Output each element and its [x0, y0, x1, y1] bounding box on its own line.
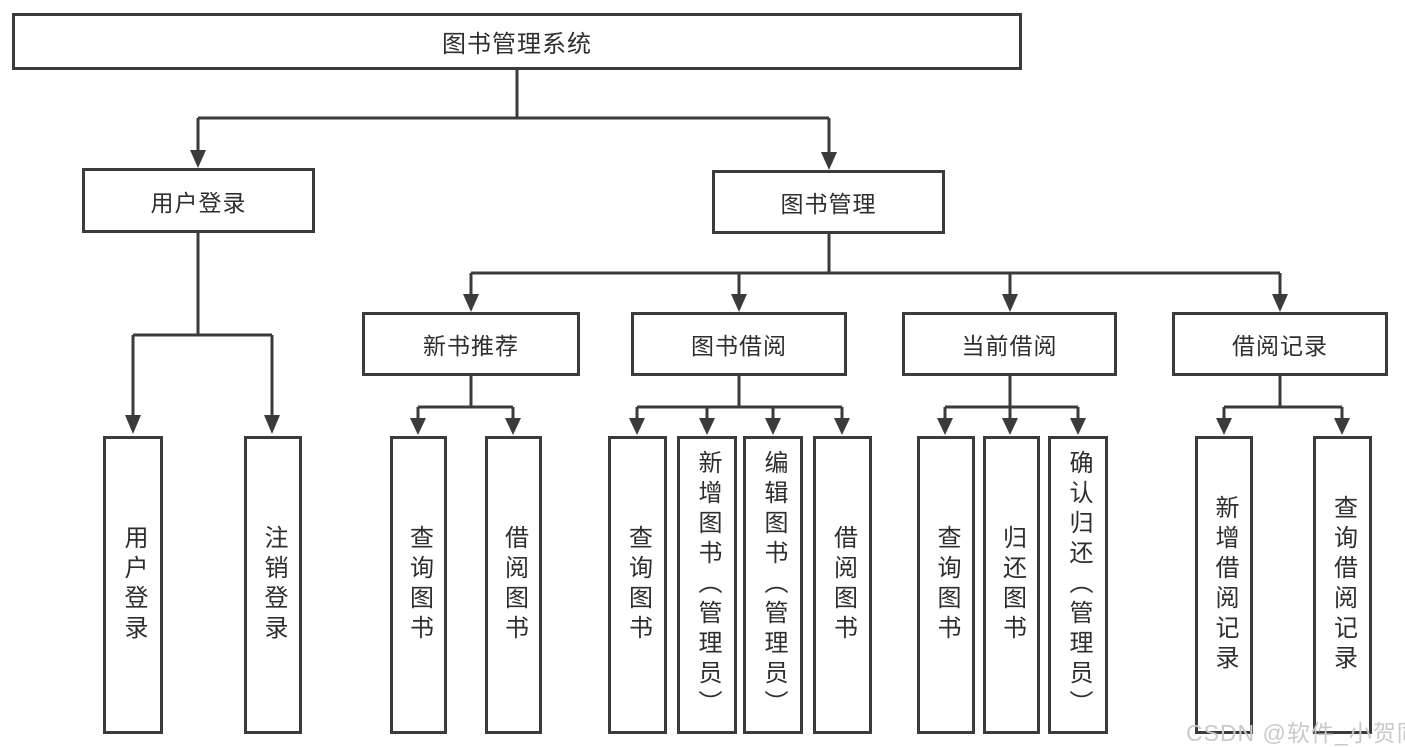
leaf-return-book: 归还图书: [983, 436, 1040, 734]
leaf-query-books-current: 查询图书: [917, 436, 975, 734]
leaf-edit-book-admin: 编辑图书（管理员）: [743, 436, 803, 734]
leaf-logout: 注销登录: [244, 436, 302, 734]
leaf-borrow-books: 借阅图书: [813, 436, 872, 734]
leaf-query-books-recommend: 查询图书: [390, 436, 447, 734]
node-book-management: 图书管理: [712, 170, 945, 234]
leaf-query-books-borrow: 查询图书: [608, 436, 667, 734]
csdn-watermark: CSDN @软件_小贺同学: [1186, 720, 1405, 746]
node-borrow-record: 借阅记录: [1172, 312, 1388, 376]
node-book-borrow: 图书借阅: [631, 312, 847, 376]
leaf-user-login: 用户登录: [103, 436, 163, 734]
arrowheads: [125, 150, 1350, 435]
leaf-query-borrow-record: 查询借阅记录: [1313, 436, 1372, 734]
leaf-add-borrow-record: 新增借阅记录: [1195, 436, 1253, 734]
leaf-confirm-return-admin: 确认归还（管理员）: [1048, 436, 1108, 734]
leaf-borrow-books-recommend: 借阅图书: [485, 436, 542, 734]
node-current-borrow: 当前借阅: [902, 312, 1117, 376]
node-new-book-recommend: 新书推荐: [362, 312, 580, 376]
leaf-add-book-admin: 新增图书（管理员）: [677, 436, 737, 734]
node-root-library-system: 图书管理系统: [12, 13, 1022, 70]
node-user-login: 用户登录: [82, 168, 315, 233]
